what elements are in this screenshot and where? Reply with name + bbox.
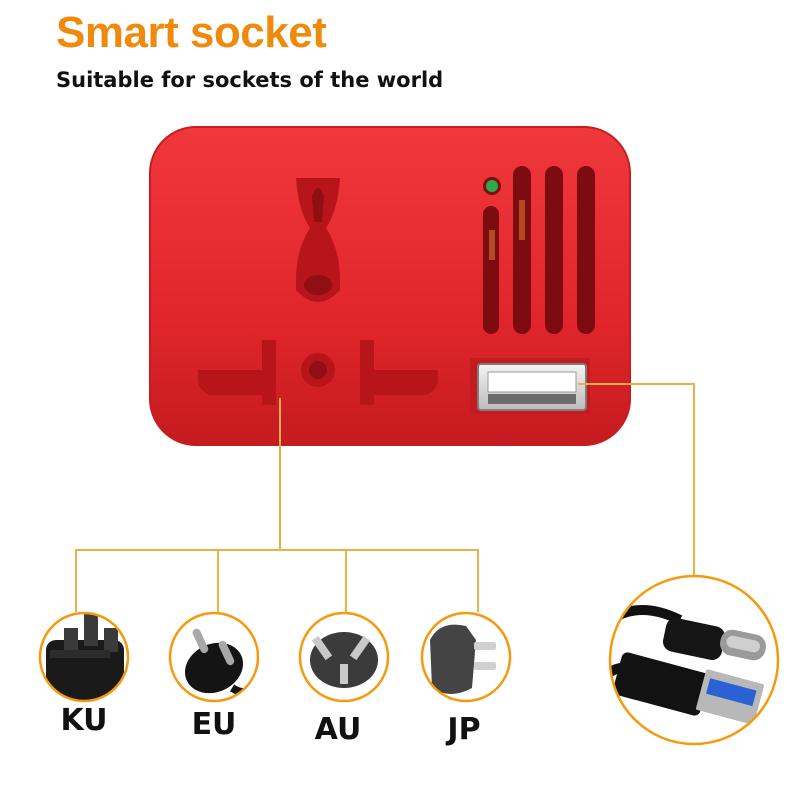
universal-socket-icon	[198, 178, 438, 405]
page-subtitle: Suitable for sockets of the world	[56, 68, 444, 92]
usb-cable-icon	[610, 605, 766, 725]
plug-label-au: AU	[314, 712, 362, 747]
plug-label-jp: JP	[447, 712, 481, 747]
uk-plug-icon	[46, 614, 124, 700]
usb-cable-detail	[608, 574, 780, 746]
leader-lines	[75, 383, 695, 612]
socket-body	[149, 126, 631, 446]
usb-port-icon	[470, 358, 590, 414]
eu-plug-icon	[184, 628, 258, 697]
plug-au	[298, 611, 390, 703]
plug-label-ku: KU	[60, 703, 108, 738]
vent-slots	[483, 166, 595, 334]
page-title: Smart socket	[56, 8, 327, 57]
plug-label-eu: EU	[191, 707, 237, 742]
plug-ku	[38, 611, 130, 703]
au-plug-icon	[310, 632, 378, 688]
plug-eu	[168, 611, 260, 703]
jp-plug-icon	[430, 624, 496, 694]
plug-jp	[420, 611, 512, 703]
power-indicator-icon	[486, 180, 498, 192]
